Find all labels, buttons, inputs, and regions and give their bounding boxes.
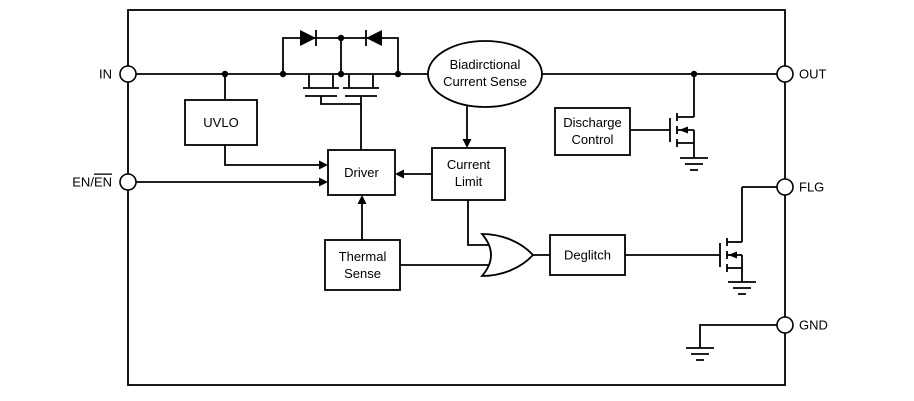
pin-in-label: IN xyxy=(99,67,112,82)
pin-out: OUT xyxy=(776,65,827,83)
wire-uvlo-to-driver xyxy=(224,145,319,166)
junction-dot xyxy=(337,34,345,42)
diode-2-anode-triangle xyxy=(366,30,382,46)
wire-currentlimit-to-orgate xyxy=(467,200,490,246)
discharge-control-block: Discharge Control xyxy=(554,107,631,156)
current-sense-block: Biadirctional Current Sense xyxy=(427,40,543,108)
junction-dot xyxy=(690,70,698,78)
arrowhead-sense-into-currentlimit xyxy=(462,139,472,148)
arrowhead-currentlimit-into-driver xyxy=(395,169,404,179)
discharge-fet-icon xyxy=(669,74,695,158)
wire-gnd-pin-to-ground xyxy=(699,324,777,348)
body-diode-2-icon xyxy=(365,30,382,46)
ground-symbol-flg-icon xyxy=(728,281,756,295)
pin-en-terminal xyxy=(119,173,137,191)
arrowhead-thermal-into-driver xyxy=(357,195,367,204)
pin-en: EN/EN xyxy=(72,173,137,191)
discharge-control-label-line2: Control xyxy=(572,132,614,147)
current-limit-label-line1: Current xyxy=(447,157,491,172)
current-limit-label-line2: Limit xyxy=(455,174,483,189)
pin-flg-label: FLG xyxy=(799,180,824,195)
diode-1-anode-triangle xyxy=(300,30,316,46)
or-gate-icon xyxy=(480,233,535,277)
arrowhead-en-into-driver xyxy=(319,177,328,187)
arrowheads xyxy=(319,139,472,204)
thermal-sense-block: Thermal Sense xyxy=(324,239,401,291)
flg-fet-body-arrow xyxy=(728,251,737,259)
discharge-control-box xyxy=(554,107,631,156)
current-limit-box xyxy=(431,147,506,201)
uvlo-label: UVLO xyxy=(203,115,238,130)
uvlo-block: UVLO xyxy=(184,99,258,146)
thermal-sense-label-line1: Thermal xyxy=(339,249,387,264)
junction-dot xyxy=(337,70,345,78)
current-sense-label-line1: Biadirctional xyxy=(450,57,521,72)
ground-lines xyxy=(728,281,756,295)
pin-gnd-terminal xyxy=(776,316,794,334)
junction-dots xyxy=(221,34,698,78)
ground-symbol-discharge-icon xyxy=(680,157,708,171)
thermal-sense-label-line2: Sense xyxy=(344,266,381,281)
deglitch-block: Deglitch xyxy=(549,234,626,276)
arrowhead-uvlo-into-driver xyxy=(319,160,328,170)
pin-flg: FLG xyxy=(776,178,824,196)
thermal-sense-box xyxy=(324,239,401,291)
pin-in-terminal xyxy=(119,65,137,83)
pin-out-label: OUT xyxy=(799,67,827,82)
deglitch-label: Deglitch xyxy=(564,248,611,263)
ground-lines xyxy=(680,157,708,171)
junction-dot xyxy=(221,70,229,78)
current-sense-label-line2: Current Sense xyxy=(443,74,527,89)
pin-gnd-label: GND xyxy=(799,318,828,333)
driver-block: Driver xyxy=(327,149,396,196)
junction-dot xyxy=(394,70,402,78)
driver-box xyxy=(327,149,396,196)
flg-fet-icon xyxy=(719,187,743,282)
current-sense-ellipse xyxy=(427,40,543,108)
discharge-control-label-line1: Discharge xyxy=(563,115,622,130)
wires xyxy=(136,37,777,348)
deglitch-box xyxy=(549,234,626,276)
wire-gate-link xyxy=(320,96,361,105)
pin-en-label: EN/EN xyxy=(72,175,112,190)
pin-gnd: GND xyxy=(776,316,828,334)
ground-symbol-gnd-icon xyxy=(686,347,714,361)
current-limit-block: Current Limit xyxy=(431,147,506,201)
pin-flg-terminal xyxy=(776,178,794,196)
discharge-fet-body-arrow xyxy=(679,126,688,134)
driver-label: Driver xyxy=(344,165,379,180)
pin-out-terminal xyxy=(776,65,794,83)
ground-lines xyxy=(686,347,714,361)
uvlo-box xyxy=(184,99,258,146)
pin-in: IN xyxy=(99,65,137,83)
body-diode-1-icon xyxy=(300,30,317,46)
junction-dot xyxy=(279,70,287,78)
